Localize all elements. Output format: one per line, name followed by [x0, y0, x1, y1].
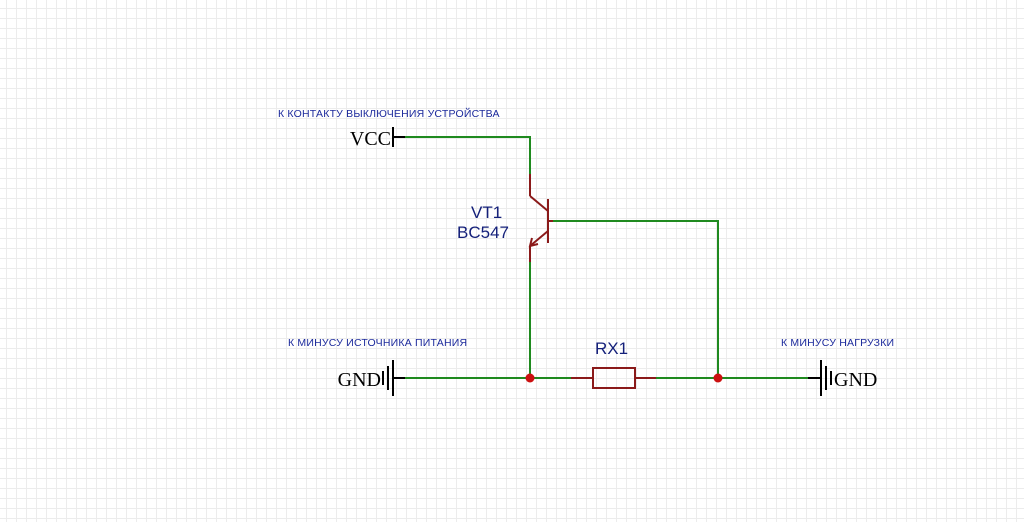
transistor-designator: VT1: [471, 203, 502, 222]
junction-right: [713, 373, 723, 383]
gnd-port-left[interactable]: GND: [338, 360, 405, 396]
resistor-rx1[interactable]: RX1: [571, 339, 656, 389]
vcc-note: К КОНТАКТУ ВЫКЛЮЧЕНИЯ УСТРОЙСТВА: [278, 107, 500, 120]
transistor-collector-diagonal: [529, 195, 549, 212]
vcc-port[interactable]: VCC: [350, 127, 405, 150]
gnd-left-label: GND: [338, 369, 381, 391]
vcc-label: VCC: [350, 128, 391, 150]
transistor-emitter-diagonal: [529, 230, 549, 247]
gnd-load-note: К МИНУСУ НАГРУЗКИ: [781, 337, 894, 349]
wire-base-right-node: [553, 220, 719, 378]
resistor-designator: RX1: [595, 339, 628, 358]
gnd-port-right[interactable]: GND: [808, 360, 877, 396]
wires: [405, 136, 808, 379]
junction-left: [525, 373, 535, 383]
gnd-source-note: К МИНУСУ ИСТОЧНИКА ПИТАНИЯ: [288, 337, 467, 349]
transistor-emitter-arrow-icon: [528, 237, 539, 248]
gnd-right-label: GND: [834, 369, 877, 391]
transistor-part-number: BC547: [457, 223, 509, 242]
transistor-vt1[interactable]: VT1 BC547: [457, 174, 553, 262]
wire-vcc-collector: [405, 136, 531, 174]
resistor-body: [592, 367, 636, 389]
